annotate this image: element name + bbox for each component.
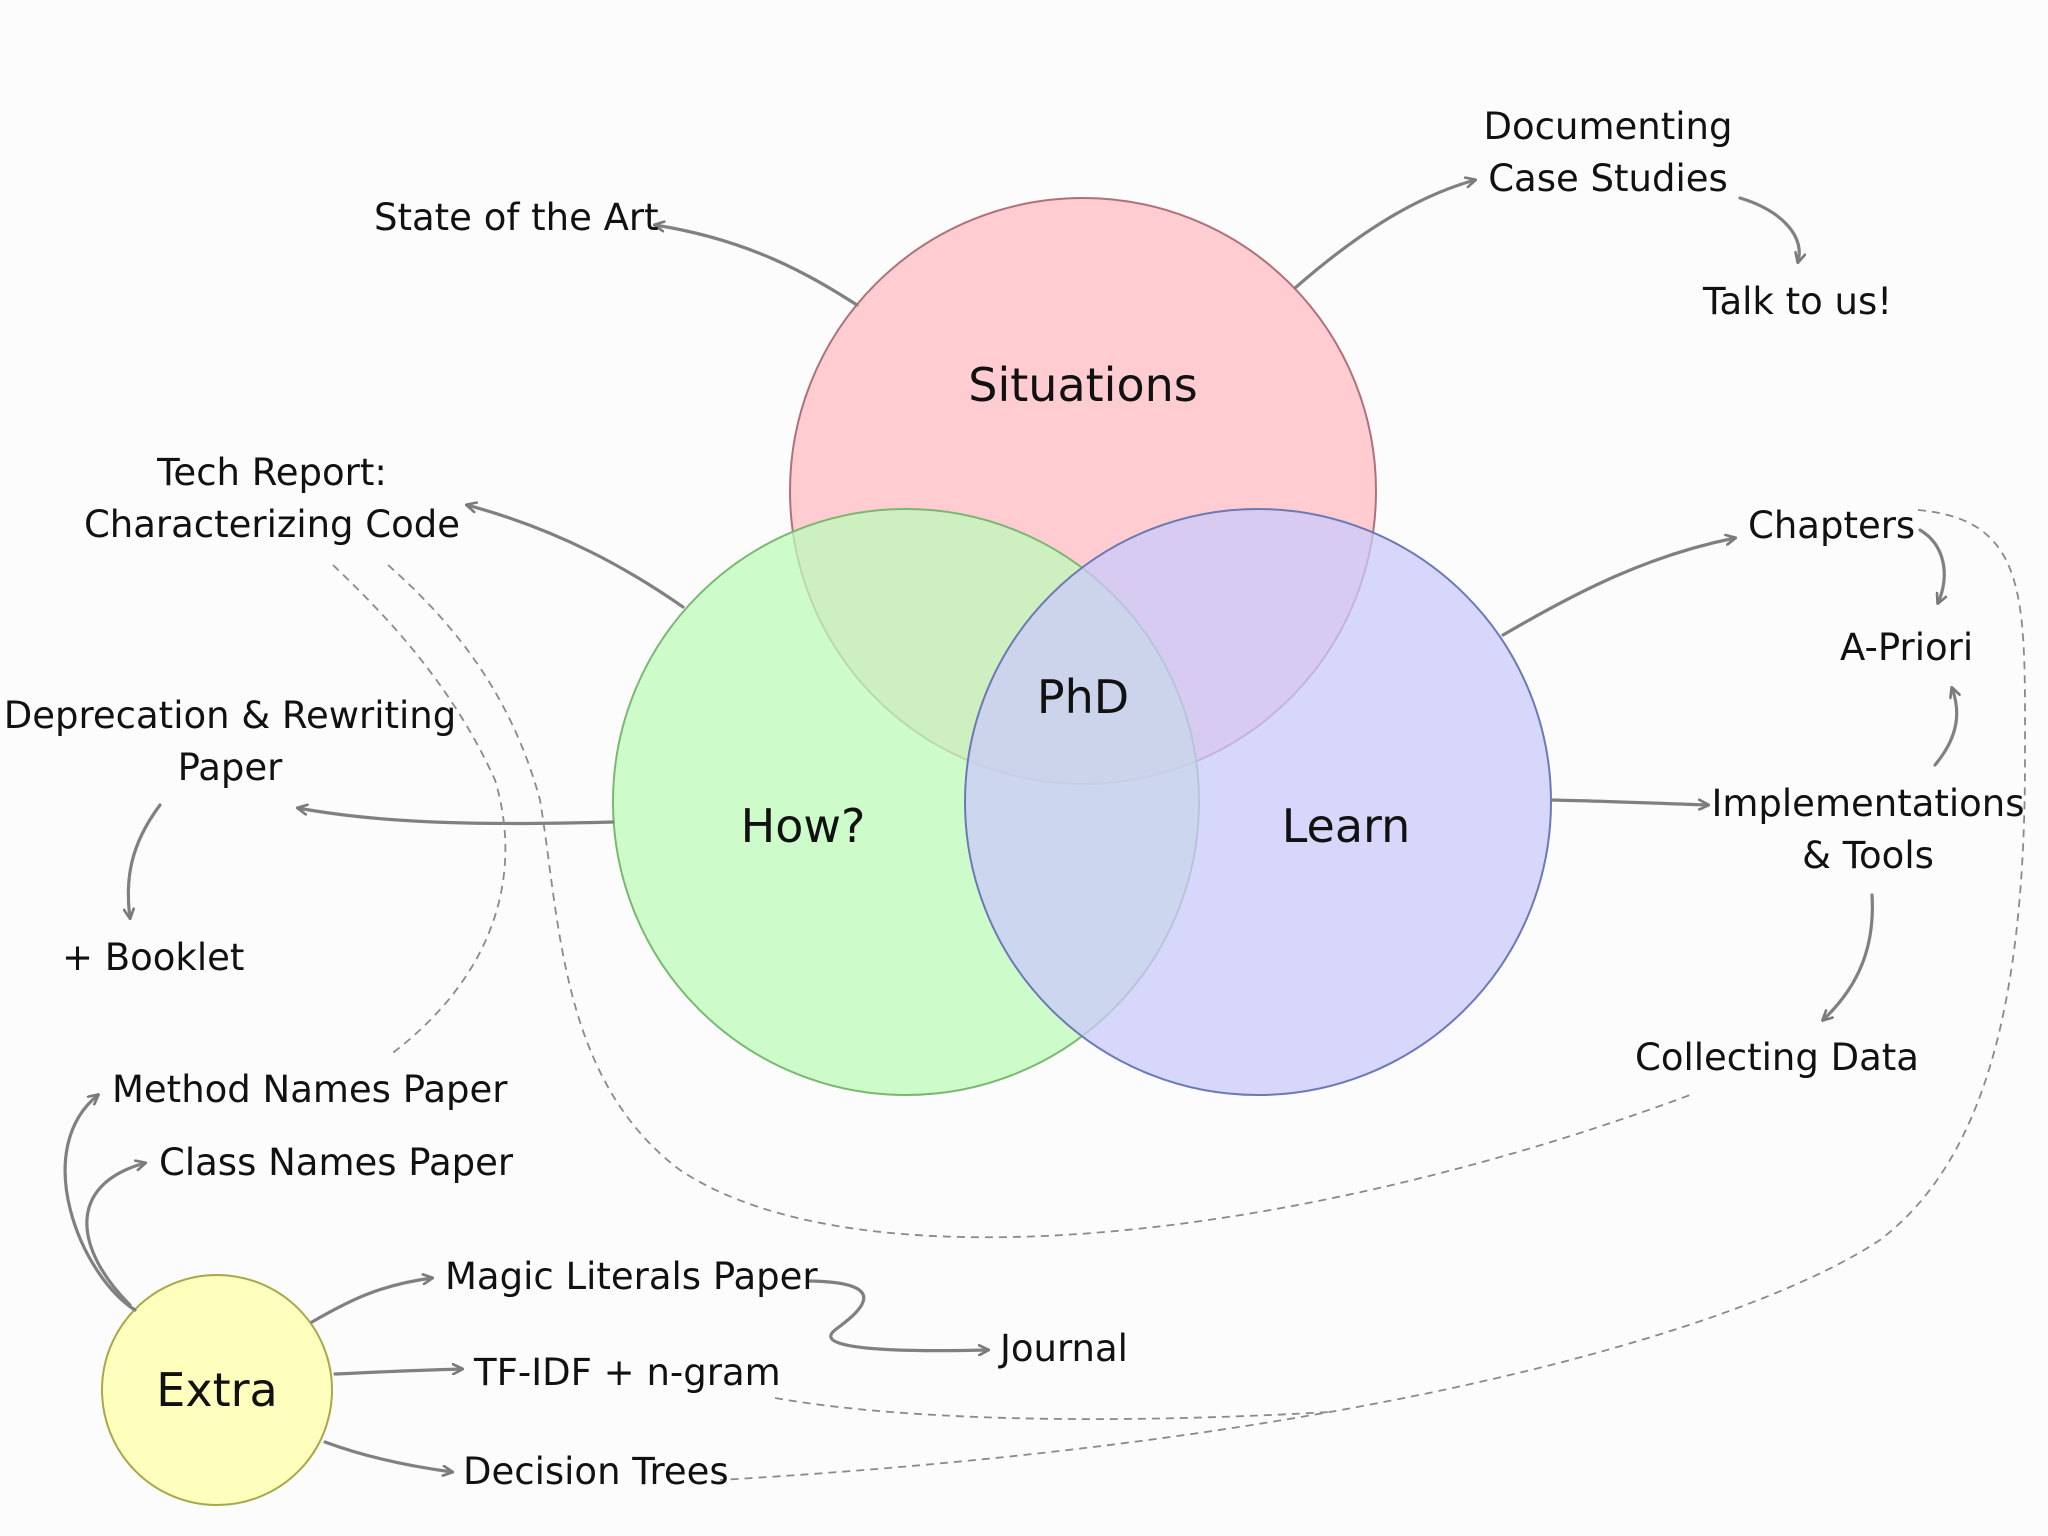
tech-report-line-2: Characterizing Code [83, 503, 461, 546]
dashed-tech-report-method [332, 564, 507, 1056]
learn-circle [964, 508, 1552, 1096]
arrow-magic-literals [310, 1278, 432, 1324]
arrow-documenting [1293, 180, 1475, 290]
arrow-class-names [85, 1163, 145, 1307]
talk-to-us-label: Talk to us! [1703, 280, 1893, 323]
arrow-chapters [1501, 538, 1735, 637]
dashed-connectors [332, 509, 2026, 1481]
extra-label: Extra [156, 1363, 278, 1417]
tfidf-label: TF-IDF + n-gram [474, 1351, 781, 1394]
extra-circle [101, 1274, 333, 1506]
arrows [63, 180, 1957, 1472]
dashed-tfidf-right [774, 1397, 1331, 1420]
documenting-label: Documenting Case Studies [1484, 101, 1733, 205]
journal-label: Journal [1000, 1327, 1128, 1370]
situations-label: Situations [968, 358, 1198, 412]
implementations-label: Implementations & Tools [1711, 778, 2024, 882]
arrow-tech-report [467, 505, 685, 609]
decision-trees-label: Decision Trees [463, 1450, 729, 1493]
arrow-collecting-data [1823, 893, 1874, 1020]
implementations-line-1: Implementations [1711, 782, 2025, 825]
documenting-line-2: Case Studies [1488, 157, 1728, 200]
collecting-data-label: Collecting Data [1635, 1036, 1919, 1079]
tech-report-line-1: Tech Report: [157, 451, 387, 494]
arrow-state-of-art [655, 225, 859, 307]
implementations-line-2: & Tools [1802, 834, 1934, 877]
how-label: How? [740, 799, 866, 853]
state-of-art-label: State of the Art [374, 196, 659, 239]
class-names-label: Class Names Paper [159, 1141, 514, 1184]
arrow-tfidf [333, 1369, 462, 1376]
arrow-journal [806, 1279, 988, 1351]
tech-report-label: Tech Report: Characterizing Code [84, 447, 460, 551]
arrow-decision-trees [323, 1440, 452, 1472]
arrow-apriori-up [1933, 688, 1957, 767]
arrow-method-names [63, 1095, 137, 1312]
arrow-implementations [1550, 798, 1708, 805]
method-names-label: Method Names Paper [112, 1068, 508, 1111]
deprecation-line-1: Deprecation & Rewriting [3, 694, 457, 737]
arrow-deprecation [298, 808, 615, 826]
arrow-talk-to-us [1738, 196, 1799, 262]
arrow-booklet [128, 803, 162, 918]
dashed-chapters-tfidf [719, 509, 2026, 1481]
a-priori-label: A-Priori [1840, 626, 1974, 669]
phd-label: PhD [1036, 670, 1130, 724]
deprecation-label: Deprecation & Rewriting Paper [4, 690, 456, 794]
chapters-label: Chapters [1748, 504, 1916, 547]
deprecation-line-2: Paper [177, 746, 283, 789]
magic-literals-label: Magic Literals Paper [445, 1255, 818, 1298]
learn-label: Learn [1281, 799, 1411, 853]
documenting-line-1: Documenting [1483, 105, 1733, 148]
booklet-label: + Booklet [62, 936, 245, 979]
arrow-a-priori [1918, 528, 1944, 603]
